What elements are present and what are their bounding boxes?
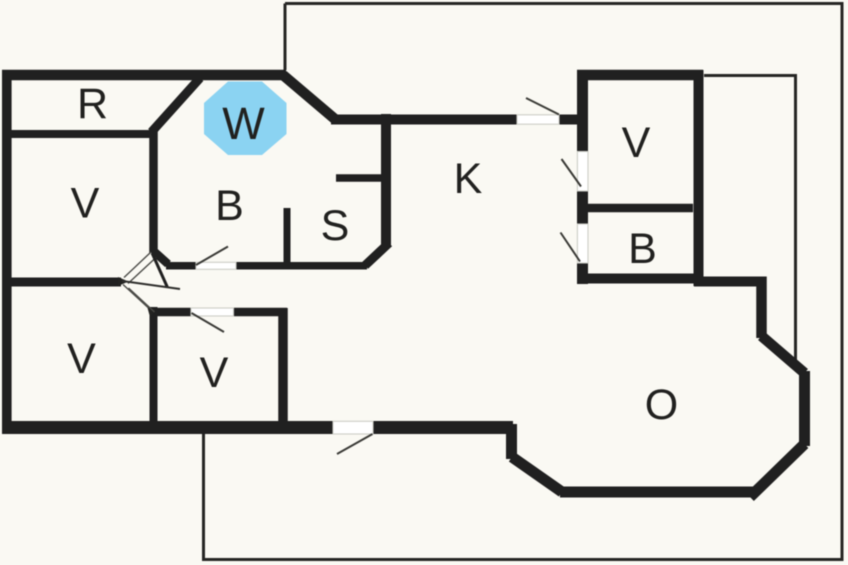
svg-text:V: V [67,335,96,383]
svg-text:K: K [454,155,483,203]
svg-text:W: W [222,98,265,149]
svg-text:R: R [77,80,108,128]
svg-text:V: V [71,180,100,228]
svg-text:S: S [321,202,350,250]
svg-text:B: B [628,225,657,273]
svg-text:V: V [622,119,651,167]
svg-text:V: V [200,349,229,397]
svg-text:O: O [645,381,678,429]
svg-text:B: B [215,182,244,230]
